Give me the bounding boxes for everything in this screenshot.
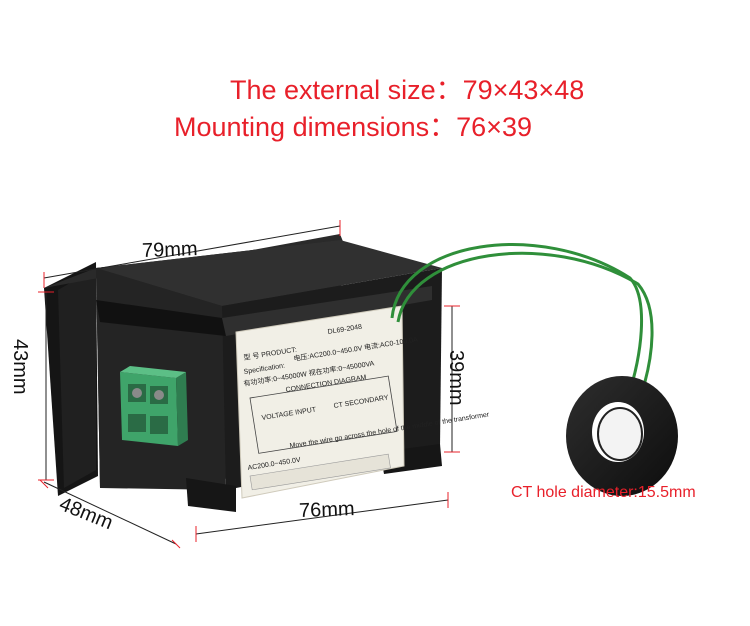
ct-hole-diameter-note: CT hole diameter:15.5mm <box>511 484 696 501</box>
front-bezel <box>44 234 344 496</box>
current-transformer-ring <box>566 376 678 496</box>
ct-wires <box>390 243 654 393</box>
width-dimension-label: 79mm <box>141 238 198 262</box>
back-width-dimension-label: 76mm <box>298 498 355 522</box>
terminal-block <box>120 366 188 446</box>
mounting-dimensions-heading: Mounting dimensions：76×39 <box>174 112 532 142</box>
product-label: DL69-2048 型 号 PRODUCT: 电压:AC200.0~450.0V… <box>235 305 490 499</box>
back-height-dimension-label: 39mm <box>445 350 467 406</box>
dimension-lines <box>38 220 460 549</box>
height-dimension-label: 43mm <box>9 339 31 395</box>
external-size-heading: The external size：79×43×48 <box>230 75 585 105</box>
